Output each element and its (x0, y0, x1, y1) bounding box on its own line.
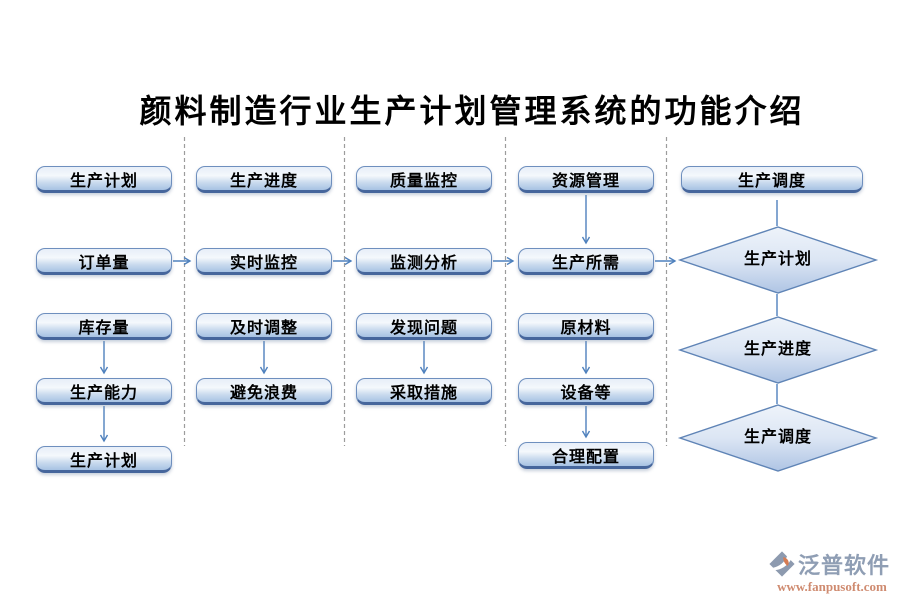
node-monitoring-analysis: 监测分析 (356, 248, 492, 275)
node-production-scheduling-header: 生产调度 (681, 166, 863, 193)
diamond-production-plan (677, 226, 879, 294)
node-quality-monitoring-header: 质量监控 (356, 166, 492, 193)
node-order-volume: 订单量 (36, 248, 172, 275)
diamond-production-scheduling (677, 404, 879, 472)
node-take-measures: 采取措施 (356, 378, 492, 405)
brand-name: 泛普软件 (798, 553, 891, 578)
diamond-label-production-progress: 生产进度 (743, 341, 812, 358)
node-realtime-monitoring: 实时监控 (196, 248, 332, 275)
node-production-plan-header: 生产计划 (36, 166, 172, 193)
node-production-progress-header: 生产进度 (196, 166, 332, 193)
node-production-capacity: 生产能力 (36, 378, 172, 405)
node-resource-management-header: 资源管理 (518, 166, 654, 193)
diamond-production-progress (677, 316, 879, 384)
brand-url: www.fanpusoft.com (777, 579, 887, 594)
node-find-problems: 发现问题 (356, 313, 492, 340)
node-timely-adjustment: 及时调整 (196, 313, 332, 340)
diagram-title: 颜料制造行业生产计划管理系统的功能介绍 (139, 93, 805, 129)
node-equipment-etc: 设备等 (518, 378, 654, 405)
node-rational-allocation: 合理配置 (518, 442, 654, 469)
node-production-plan-result: 生产计划 (36, 446, 172, 473)
diamond-label-production-scheduling: 生产调度 (743, 429, 812, 446)
fanpu-logo-icon (769, 551, 795, 577)
node-avoid-waste: 避免浪费 (196, 378, 332, 405)
brand-watermark: 泛普软件 www.fanpusoft.com (768, 548, 896, 595)
diamond-label-production-plan: 生产计划 (743, 251, 812, 268)
node-raw-materials: 原材料 (518, 313, 654, 340)
node-inventory-level: 库存量 (36, 313, 172, 340)
node-production-needs: 生产所需 (518, 248, 654, 275)
